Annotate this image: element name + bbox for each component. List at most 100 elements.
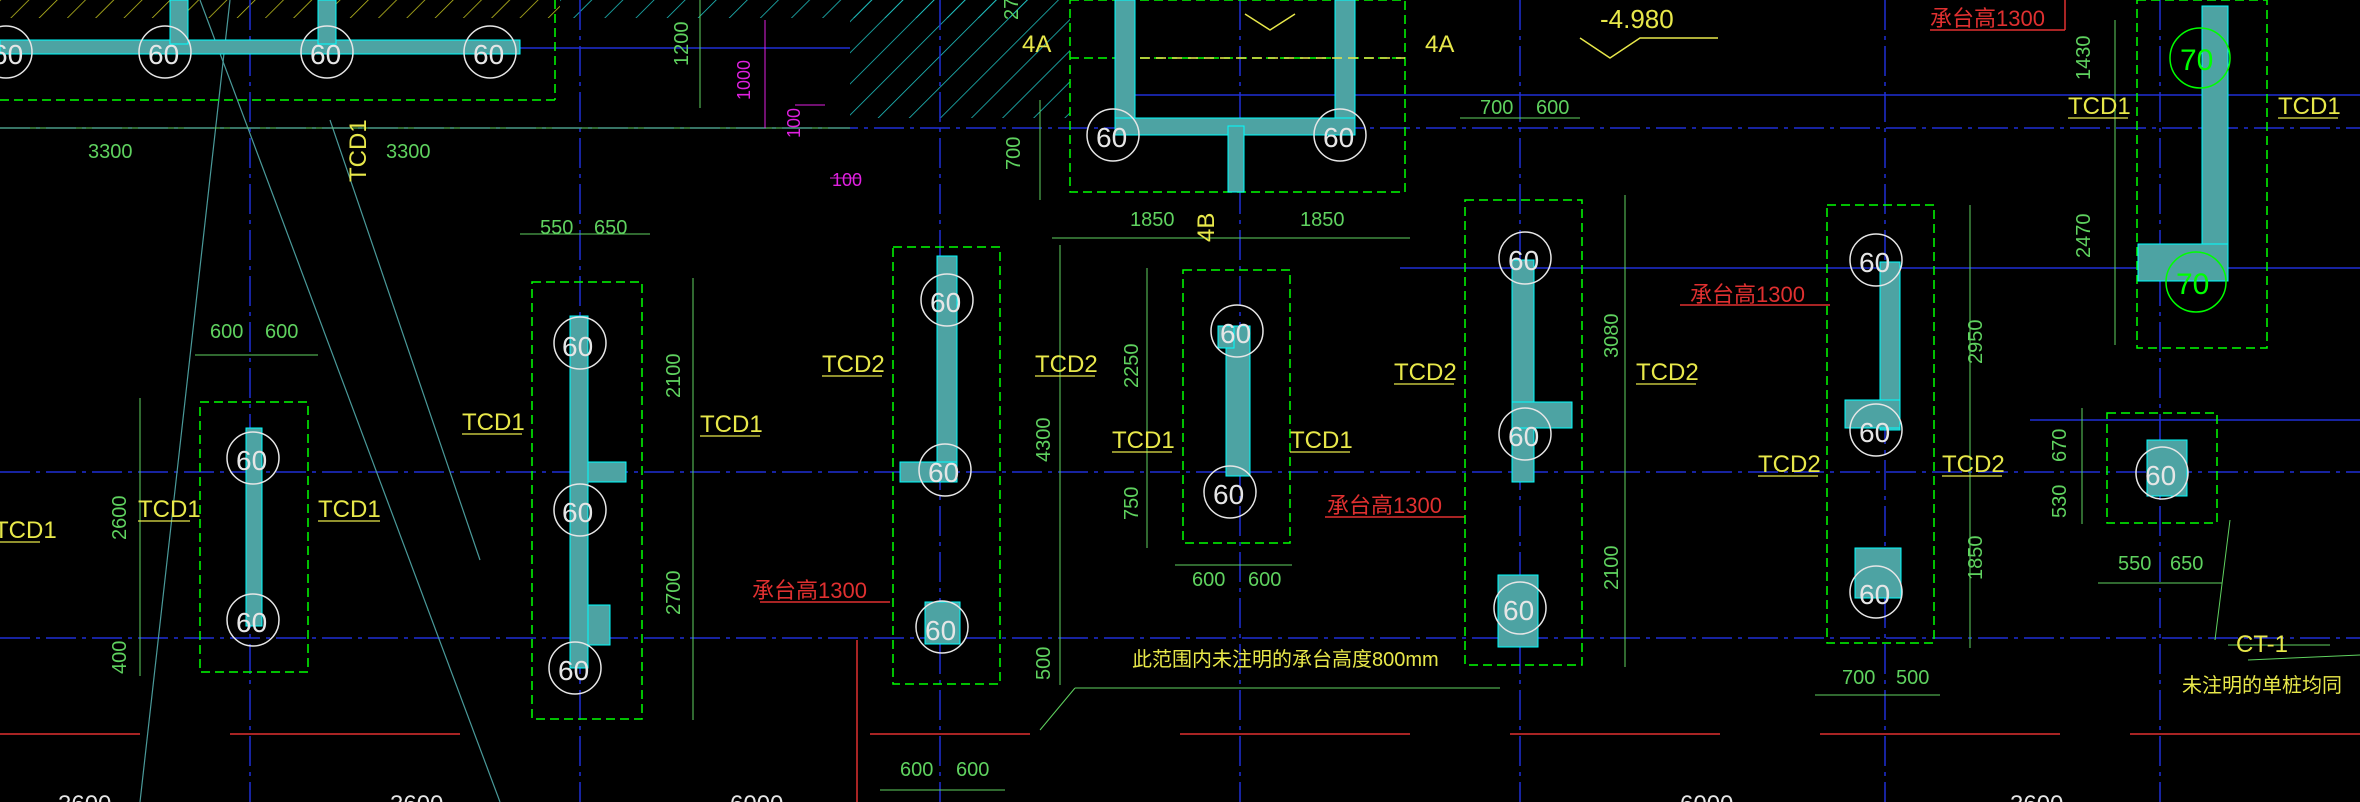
pile-label: 60 <box>236 607 267 638</box>
dim-text: 700 <box>1003 137 1025 170</box>
magenta-dims <box>764 20 860 179</box>
pile-label: 60 <box>310 39 341 70</box>
dim-text: 600 <box>1192 569 1225 591</box>
pile-label: 60 <box>928 457 959 488</box>
label-tcd1: TCD1 <box>2278 93 2341 120</box>
pile-label: 60 <box>1508 245 1539 276</box>
dim-text: 1200 <box>671 22 693 67</box>
dim-text: 2100 <box>663 354 685 399</box>
pile-label: 60 <box>1859 417 1890 448</box>
pile-label: 60 <box>1096 122 1127 153</box>
dim-text: 3300 <box>386 141 431 163</box>
pile-label: 60 <box>2145 460 2176 491</box>
dim-text: 2950 <box>1965 320 1987 365</box>
note-cap-height: 承台高1300 <box>1930 6 2045 31</box>
pile-label: 60 <box>562 497 593 528</box>
dim-text: 550 <box>2118 553 2151 575</box>
dim-text-magenta: 100 <box>784 108 804 138</box>
label-tcd2: TCD2 <box>1636 359 1699 386</box>
walls <box>0 0 2229 669</box>
pile-label: 60 <box>1220 318 1251 349</box>
dim-text: 550 <box>540 217 573 239</box>
pile-label: 60 <box>1323 122 1354 153</box>
pile-circles <box>0 25 2189 695</box>
dim-text: 1850 <box>1130 209 1175 231</box>
pile-label: 60 <box>1859 579 1890 610</box>
dim-text: 600 <box>900 759 933 781</box>
pile-label: 60 <box>562 331 593 362</box>
label-underlines <box>0 117 2338 543</box>
elevation-marker <box>1140 13 1718 59</box>
dim-text: 2250 <box>1121 344 1143 389</box>
pile-label: 60 <box>925 615 956 646</box>
elevation-label: -4.980 <box>1600 4 1674 34</box>
label-ct1: CT-1 <box>2236 631 2288 658</box>
label-tcd1: TCD1 <box>1112 427 1175 454</box>
label-tcd2: TCD2 <box>1758 451 1821 478</box>
dim-text: 1850 <box>1300 209 1345 231</box>
diagonal-lines <box>139 0 501 802</box>
grid-label-4a: 4A <box>1425 31 1454 58</box>
dim-text-magenta: 100 <box>832 170 862 190</box>
dim-text: 650 <box>594 217 627 239</box>
dim-text: 750 <box>1121 487 1143 520</box>
pile-label: 60 <box>930 287 961 318</box>
axis-dim-text: 3600 <box>390 791 443 802</box>
grid-label-4a: 4A <box>1022 31 1051 58</box>
note-cap-height: 承台高1300 <box>1327 493 1442 518</box>
note-pile: 未注明的单桩均同 <box>2182 674 2342 697</box>
pile-label: 60 <box>0 39 23 70</box>
dim-text: 4300 <box>1033 418 1055 463</box>
hatched-block <box>850 0 1070 118</box>
label-tcd1: TCD1 <box>462 409 525 436</box>
pile-circles-70 <box>2165 27 2231 313</box>
dim-text: 650 <box>2170 553 2203 575</box>
dim-text: 700 <box>1480 97 1513 119</box>
pile-label: 60 <box>1213 479 1244 510</box>
pile-label: 60 <box>148 39 179 70</box>
dim-text: 600 <box>1248 569 1281 591</box>
hatched-zone-top-left <box>0 0 560 18</box>
pile-label: 60 <box>1503 595 1534 626</box>
note-cap-height: 承台高1300 <box>752 578 867 603</box>
dim-text: 600 <box>265 321 298 343</box>
label-tcd2: TCD2 <box>1035 351 1098 378</box>
label-tcd1: TCD1 <box>1290 427 1353 454</box>
dim-text: 530 <box>2049 485 2071 518</box>
dim-text: 500 <box>1896 667 1929 689</box>
label-tcd1: TCD1 <box>0 517 57 544</box>
pile-label: 60 <box>1508 421 1539 452</box>
axis-dim-text: 3600 <box>2010 791 2063 802</box>
axis-dim-text: 6000 <box>1680 791 1733 802</box>
pile-label: 60 <box>236 445 267 476</box>
pile-label-70: 70 <box>2176 268 2209 301</box>
dim-text: 600 <box>956 759 989 781</box>
label-tcd1-rotated: TCD1 <box>345 119 372 182</box>
dim-text: 3300 <box>88 141 133 163</box>
label-tcd1: TCD1 <box>318 496 381 523</box>
dim-text-magenta: 1000 <box>734 60 754 100</box>
pile-label: 60 <box>1859 247 1890 278</box>
dim-text: 600 <box>1536 97 1569 119</box>
pile-label-70: 70 <box>2180 44 2213 77</box>
label-tcd1: TCD1 <box>138 496 201 523</box>
dim-text: 2700 <box>663 571 685 616</box>
axis-dim-text: 3600 <box>58 791 111 802</box>
dim-text: 400 <box>109 641 131 674</box>
pile-label: 60 <box>473 39 504 70</box>
dim-text: 700 <box>1842 667 1875 689</box>
label-tcd2: TCD2 <box>1394 359 1457 386</box>
grid-label-4b: 4B <box>1193 213 1220 242</box>
note-range: 此范围内未注明的承台高度800mm <box>1132 648 1439 671</box>
dim-text: 2470 <box>2073 214 2095 259</box>
dim-text: 1850 <box>1965 536 1987 581</box>
dim-text: 2600 <box>109 496 131 541</box>
dim-text: 1430 <box>2073 36 2095 81</box>
label-tcd1: TCD1 <box>700 411 763 438</box>
dim-text: 600 <box>210 321 243 343</box>
dim-text: 3080 <box>1601 314 1623 359</box>
dim-text: 270 <box>1001 0 1023 20</box>
